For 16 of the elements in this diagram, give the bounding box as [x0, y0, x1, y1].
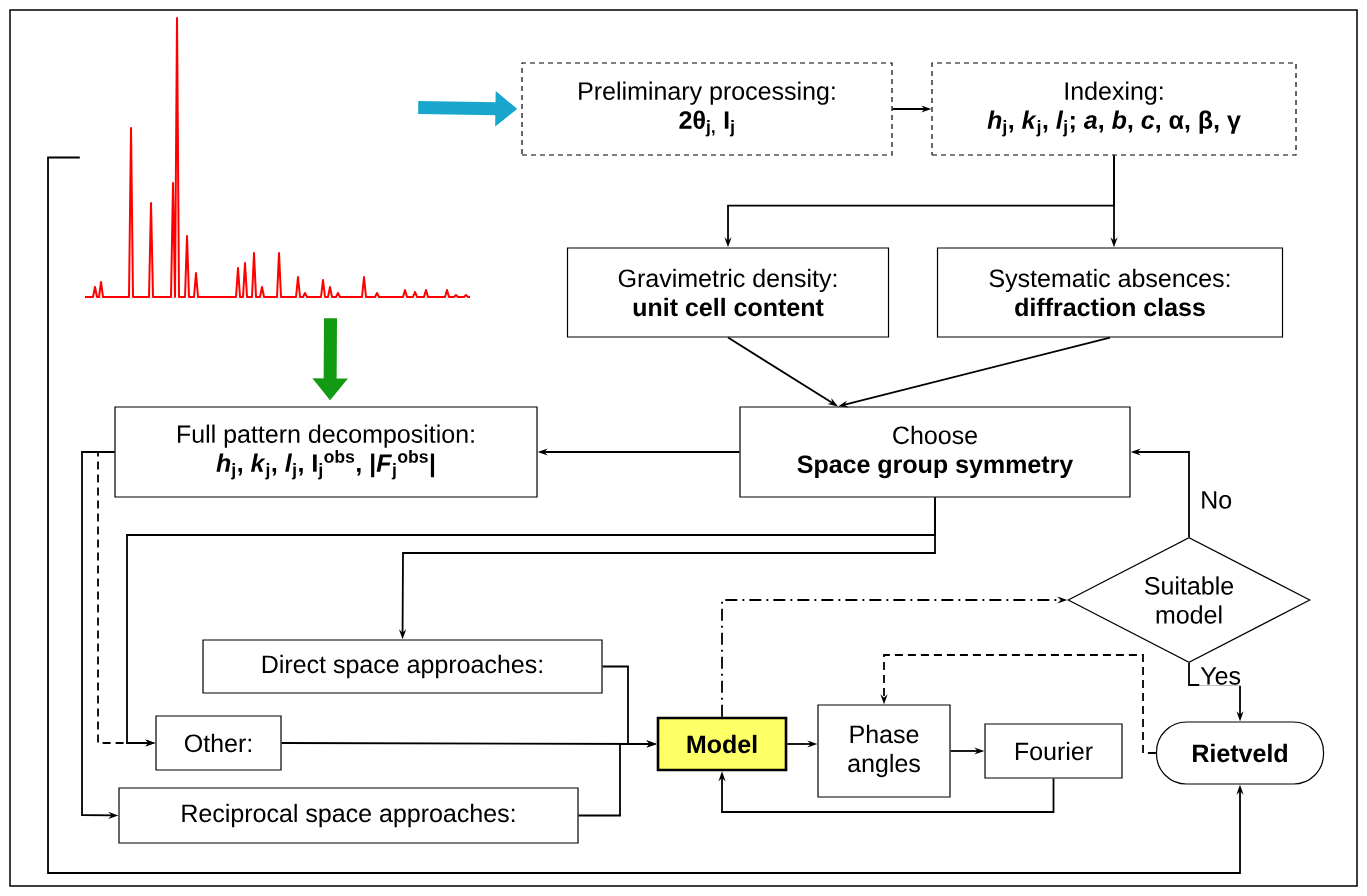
process-box: Fourier [984, 723, 1123, 779]
model-box: Model [656, 716, 788, 772]
process-box: Gravimetric density: unit cell content [566, 247, 890, 338]
diffraction-pattern-drawing [84, 17, 471, 298]
process-box: Choose Space group symmetry [739, 406, 1131, 498]
process-box: Full pattern decomposition: h$_{j}$, k$_{j}$, l$_{j}$, I$_{j}$$^{obs}$, |F$_{j}$$^{obs}$| [114, 406, 538, 498]
process-box: Phase angles [817, 704, 951, 798]
terminal-box: Rietveld [1155, 721, 1325, 785]
process-box: Other: [155, 715, 282, 771]
edge-label: No [1199, 490, 1234, 510]
process-box: Preliminary processing: 2θ$_{j,}$ I$_{j}$ [521, 62, 893, 156]
process-box: Reciprocal space approaches: [118, 787, 579, 844]
process-box: Indexing: h$_{j}$, k$_{j}$, l$_{j}$; a, b, c, α, β, γ [931, 62, 1297, 156]
process-box: Systematic absences: diffraction class [936, 247, 1284, 338]
process-box: Direct space approaches: [202, 639, 603, 694]
edge-label: Yes [1199, 666, 1242, 686]
